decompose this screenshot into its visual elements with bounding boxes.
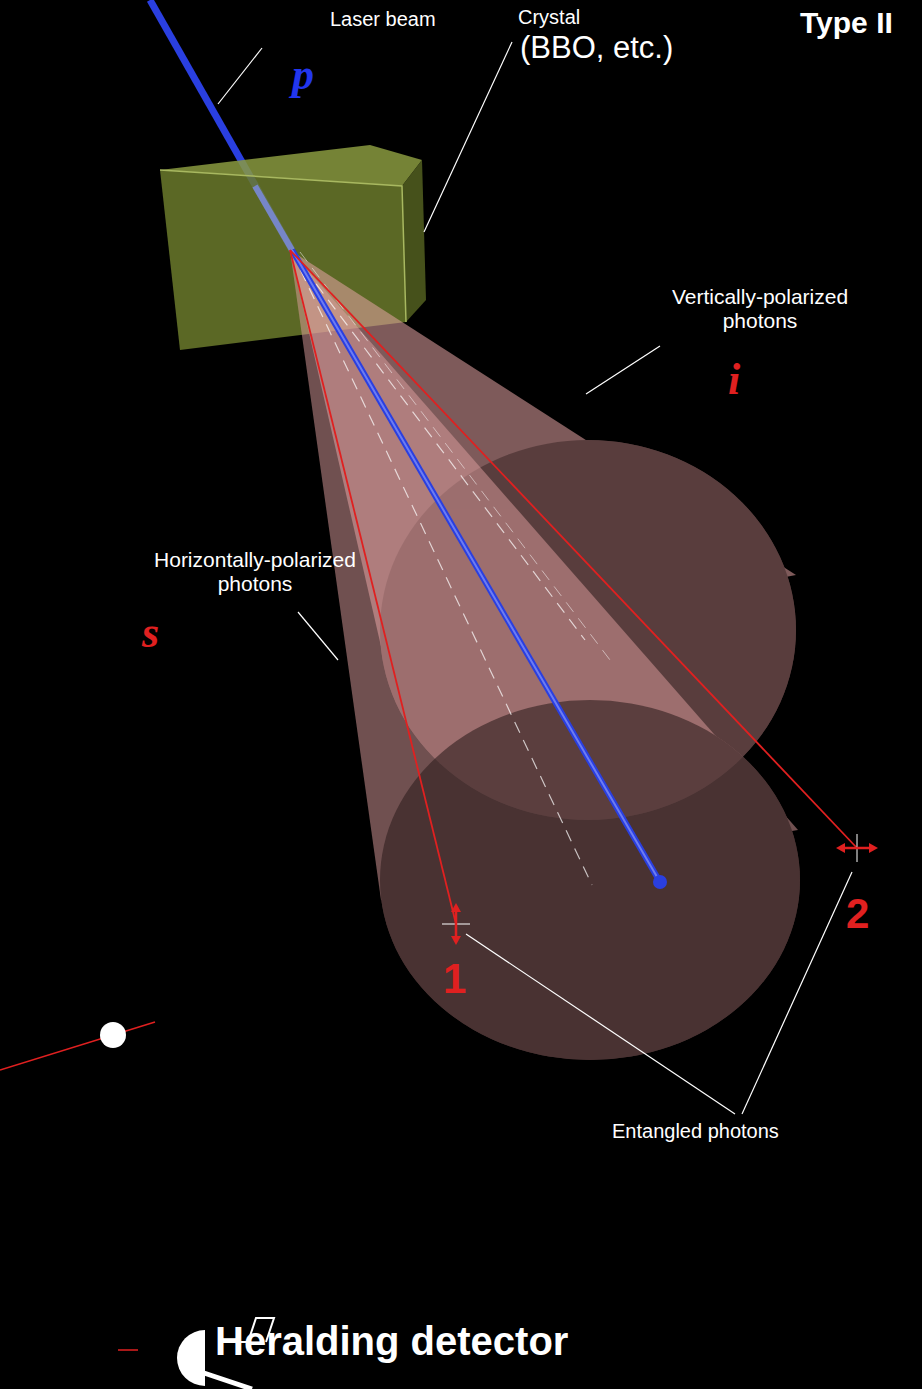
photon-dot (100, 1022, 126, 1048)
cone-label: Vertically-polarized photons (640, 285, 880, 333)
leader-line (218, 42, 852, 1114)
photon-ray (290, 250, 456, 924)
cone-signal (290, 250, 800, 1060)
pair-label: Entangled photons (612, 1120, 779, 1143)
photon-ray (290, 250, 857, 848)
callout-number: 1 (443, 955, 466, 1003)
polarization-marker (442, 903, 470, 945)
detector-label: Heralding detector (215, 1318, 568, 1364)
idler-symbol: i (728, 355, 740, 406)
diagram-title: Type II (800, 6, 893, 41)
beam-label: Laser beam (330, 8, 436, 31)
polarization-marker (836, 834, 878, 862)
photon-ray (0, 1022, 155, 1070)
callout-number: 2 (846, 890, 869, 938)
signal-symbol: s (142, 608, 159, 659)
crystal-note: (BBO, etc.) (520, 30, 673, 66)
beam-dot (653, 875, 667, 889)
crystal-label: Crystal (518, 6, 580, 29)
pump-symbol: p (292, 50, 314, 101)
cone-label: Horizontally-polarized photons (130, 548, 380, 596)
